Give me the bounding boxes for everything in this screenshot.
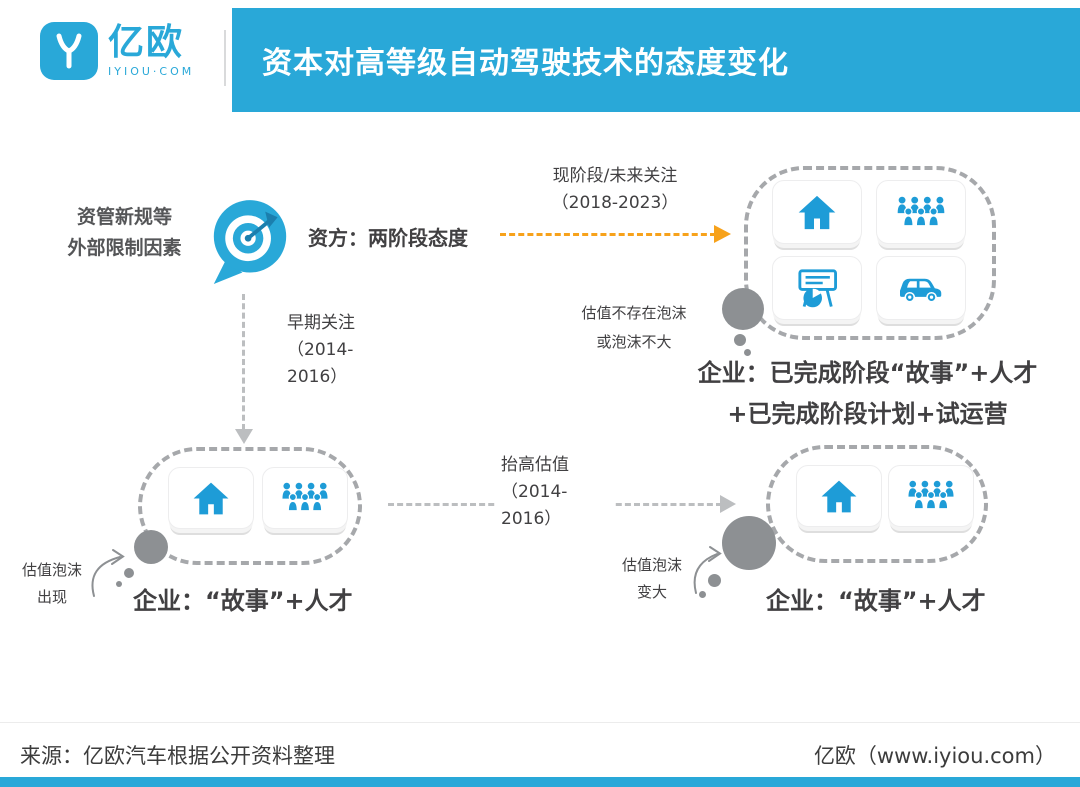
early-stage-arrow-label: 早期关注 （2014- 2016） (287, 313, 355, 388)
platform-team (876, 180, 966, 244)
current-stage-arrow (500, 233, 716, 236)
current-stage-arrow-label: 现阶段/未来关注 （2018-2023） (551, 166, 679, 214)
early-enterprise-cluster (138, 447, 362, 565)
investor-attitude-label: 资方：两阶段态度 (308, 226, 468, 250)
current-stage-arrowhead (714, 225, 731, 243)
thought-bubble-top-dot1 (734, 334, 746, 346)
team-icon (282, 482, 328, 512)
valuation-bubble-appears-label: 估值泡沫 出现 (21, 561, 82, 606)
enterprise-completed-stage-label: 企业：已完成阶段“故事”+人才 +已完成阶段计划+试运营 (697, 359, 1038, 428)
billboard-chart-icon (798, 269, 837, 308)
house-icon (821, 480, 857, 512)
target-dart-icon (210, 198, 290, 292)
source-attribution: 来源：亿欧汽车根据公开资料整理 (20, 744, 335, 768)
platform-house (772, 180, 862, 244)
platform-car (876, 256, 966, 320)
curved-pointer-arrow-left (91, 549, 125, 597)
enterprise-story-talent-label: 企业：“故事”+人才 (766, 587, 986, 615)
platform-billboard (772, 256, 862, 320)
valuation-bubble-grows-label: 估值泡沫 变大 (621, 556, 682, 601)
house-icon (193, 482, 229, 514)
brand-url: 亿欧（www.iyiou.com） (813, 744, 1056, 768)
late-enterprise-cluster (766, 445, 988, 563)
platform-house (796, 465, 882, 527)
raise-valuation-arrow-label: 抬高估值 （2014- 2016） (495, 450, 615, 536)
logo-text-block: 亿欧 IYIOU·COM (108, 22, 194, 78)
curved-pointer-arrow-right (693, 546, 722, 594)
external-constraints-label: 资管新规等 外部限制因素 (67, 206, 182, 260)
logo-name: 亿欧 (108, 22, 185, 63)
thought-bubble-left-dot2 (116, 581, 122, 587)
logo-y-glyph (56, 33, 82, 69)
iyiou-logo-icon (40, 22, 98, 80)
platform-house (168, 467, 254, 529)
footer-divider (0, 722, 1080, 723)
valuation-no-bubble-label: 估值不存在泡沫 或泡沫不大 (581, 304, 687, 352)
thought-bubble-right (722, 516, 776, 570)
enterprise-story-talent-label: 企业：“故事”+人才 (133, 587, 353, 615)
early-stage-arrow (242, 294, 245, 430)
header-divider (224, 30, 226, 86)
bottom-accent-bar (0, 777, 1080, 787)
page-title: 资本对高等级自动驾驶技术的态度变化 (262, 46, 789, 81)
thought-bubble-top-dot2 (744, 349, 751, 356)
future-focus-cluster (744, 166, 996, 340)
team-icon (908, 480, 954, 510)
car-icon (900, 278, 942, 302)
platform-team (888, 465, 974, 527)
thought-bubble-left (134, 530, 168, 564)
iyiou-logo: 亿欧 IYIOU·COM (40, 22, 194, 80)
raise-valuation-arrowhead (720, 495, 736, 513)
header-bar: 资本对高等级自动驾驶技术的态度变化 (232, 8, 1080, 112)
team-icon (897, 196, 945, 226)
thought-bubble-right-dot1 (708, 574, 721, 587)
thought-bubble-top (722, 288, 764, 330)
logo-subtitle: IYIOU·COM (108, 65, 195, 79)
platform-team (262, 467, 348, 529)
early-stage-arrowhead (235, 429, 253, 444)
thought-bubble-right-dot2 (699, 591, 706, 598)
house-icon (798, 195, 836, 229)
thought-bubble-left-dot1 (124, 568, 134, 578)
